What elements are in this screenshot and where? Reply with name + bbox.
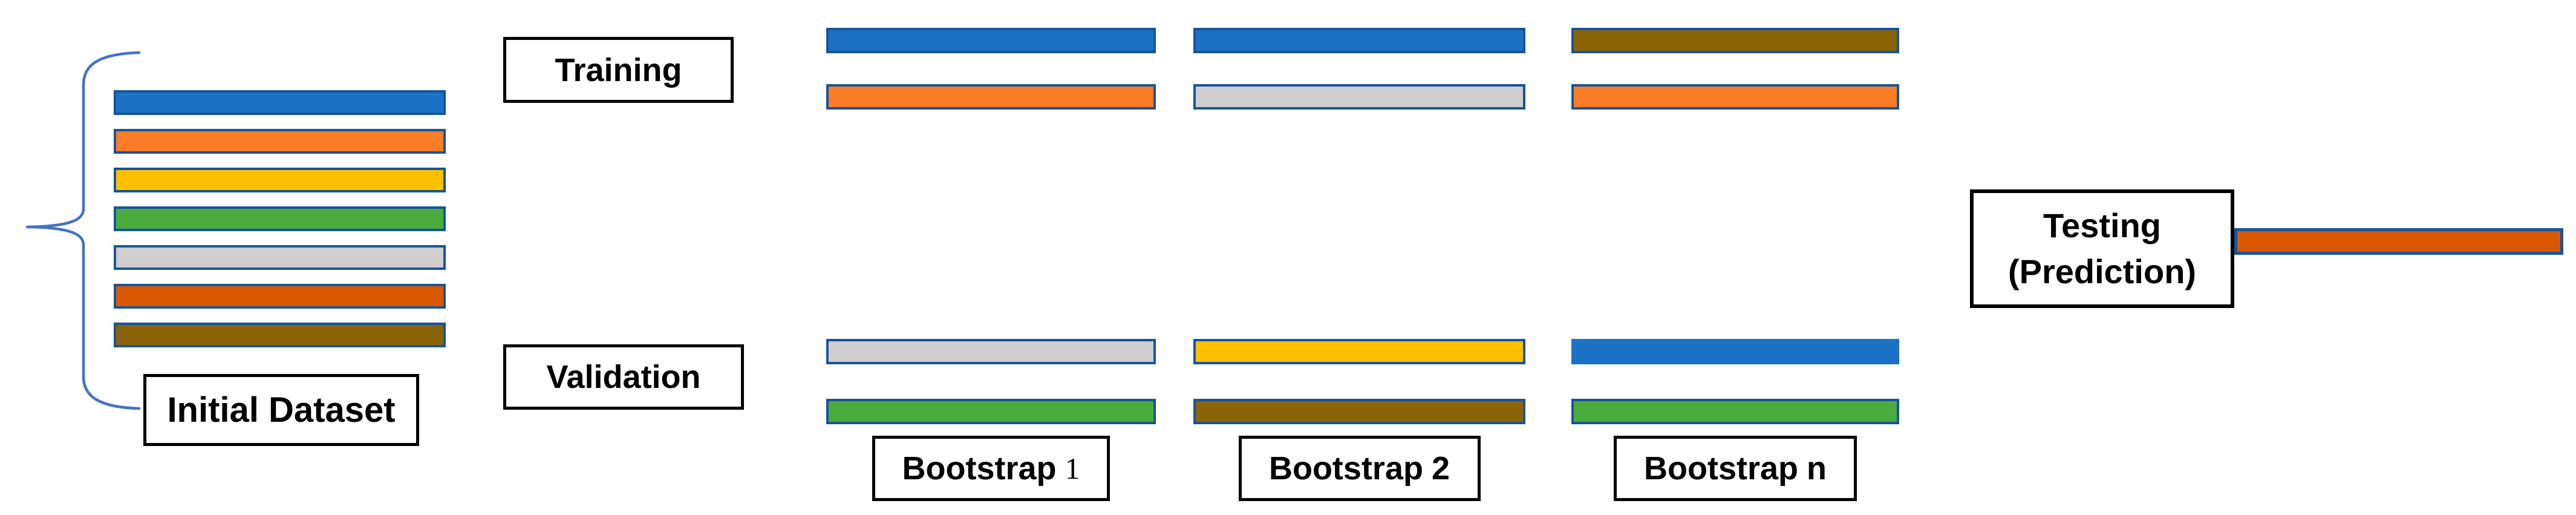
- testing-label-line2: (Prediction): [2007, 252, 2197, 290]
- bootstrap-label-suffix: n: [1807, 450, 1827, 487]
- training-label: Training: [503, 37, 734, 103]
- training-label-text: Training: [555, 51, 682, 88]
- bootstrap-1-training-bar-1-blue: [826, 28, 1156, 53]
- curly-brace-icon: [25, 51, 141, 410]
- validation-label-text: Validation: [546, 359, 701, 395]
- initial-dataset-bar-orange: [114, 129, 446, 154]
- bootstrap-1-validation-bar-1-gray: [826, 339, 1156, 364]
- bootstrap-label-suffix: 2: [1431, 450, 1450, 487]
- bootstrap-n-validation-bar-1-blue: [1571, 339, 1899, 364]
- initial-dataset-bar-green: [114, 206, 446, 231]
- bootstrap-label-word: Bootstrap: [1268, 450, 1423, 487]
- initial-dataset-bar-brown: [114, 323, 446, 347]
- bootstrap-n-validation-bar-2-green: [1571, 399, 1899, 424]
- bootstrap-label-word: Bootstrap: [902, 450, 1057, 487]
- bootstrap-n-training-bar-2-orange: [1571, 84, 1899, 110]
- initial-dataset-label: Initial Dataset: [143, 374, 419, 446]
- bootstrap-2-validation-bar-1-yellow: [1193, 339, 1525, 364]
- bootstrap-label-suffix: 1: [1065, 451, 1080, 485]
- bootstrap-1-training-bar-2-orange: [826, 84, 1156, 110]
- bootstrap-1-validation-bar-2-green: [826, 399, 1156, 424]
- bootstrap-2-validation-bar-2-brown: [1193, 399, 1525, 424]
- initial-dataset-bar-yellow: [114, 168, 446, 192]
- initial-dataset-bar-dark_orange: [114, 284, 446, 309]
- testing-label: Testing (Prediction): [1970, 189, 2234, 308]
- testing-label-line1: Testing: [2043, 206, 2161, 244]
- initial-dataset-bar-blue: [114, 90, 446, 115]
- validation-label: Validation: [503, 344, 744, 410]
- bootstrap-2-training-bar-2-gray: [1193, 84, 1525, 110]
- bootstrap-2-training-bar-1-blue: [1193, 28, 1525, 53]
- initial-dataset-label-text: Initial Dataset: [167, 390, 396, 430]
- bootstrap-n-training-bar-1-brown: [1571, 28, 1899, 53]
- bootstrap-label-word: Bootstrap: [1644, 450, 1798, 487]
- initial-dataset-bar-gray: [114, 245, 446, 270]
- testing-bar: [2234, 228, 2563, 255]
